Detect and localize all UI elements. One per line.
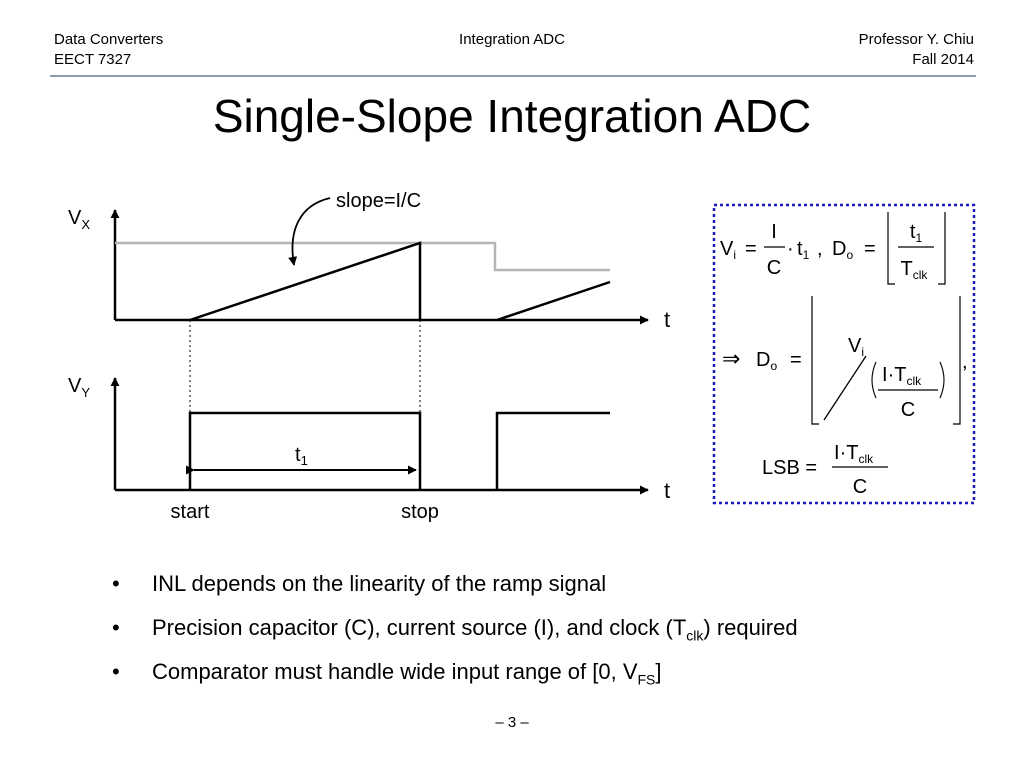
- svg-text:t1: t1: [910, 221, 923, 245]
- header-right: Professor Y. Chiu Fall 2014: [859, 30, 974, 70]
- svg-text:C: C: [853, 476, 867, 498]
- stop-label: stop: [401, 501, 439, 523]
- slope-label: slope=I/C: [336, 190, 421, 212]
- svg-text:C: C: [901, 399, 915, 421]
- bullet-item: • INL depends on the linearity of the ra…: [112, 568, 798, 612]
- t-axis-label-bottom: t: [664, 478, 670, 503]
- equation-box: [712, 203, 976, 505]
- instructor-name: Professor Y. Chiu: [858, 31, 974, 48]
- svg-text:·: ·: [787, 238, 794, 260]
- equation-lsb: LSB = I·Tclk C: [762, 442, 888, 498]
- t-axis-label-top: t: [664, 307, 670, 332]
- svg-text:=: =: [864, 238, 876, 260]
- svg-text:,: ,: [962, 351, 968, 373]
- ramp-signal: [189, 241, 422, 322]
- header-rule: [50, 75, 976, 77]
- bullet-marker: •: [112, 615, 120, 640]
- header-center: Integration ADC: [459, 31, 565, 48]
- header-left: Data Converters EECT 7327: [54, 30, 163, 70]
- bullet-list: • INL depends on the linearity of the ra…: [112, 568, 798, 700]
- svg-text:Do: Do: [832, 238, 853, 262]
- semester: Fall 2014: [912, 51, 974, 68]
- svg-text:I·Tclk: I·Tclk: [882, 364, 922, 388]
- svg-text:=: =: [790, 349, 802, 371]
- equation-do-expanded: ⇒ Do = Vi I·Tclk C ,: [722, 296, 968, 425]
- start-label: start: [171, 501, 210, 523]
- svg-text:,: ,: [817, 238, 823, 260]
- pulse-signal: [188, 411, 422, 490]
- vx-label: VX: [68, 207, 90, 232]
- vref-level-line: [115, 241, 610, 272]
- bullet-text: INL depends on the linearity of the ramp…: [152, 571, 607, 596]
- bullet-text: Comparator must handle wide input range …: [152, 659, 662, 688]
- svg-text:Tclk: Tclk: [901, 258, 929, 282]
- course-name: Data Converters: [54, 31, 164, 48]
- svg-text:Vi: Vi: [720, 238, 736, 262]
- bullet-item: • Comparator must handle wide input rang…: [112, 656, 798, 700]
- t1-label: t1: [295, 444, 308, 468]
- page-number: – 3 –: [495, 714, 529, 731]
- svg-text:I: I: [771, 221, 777, 243]
- second-ramp: [496, 280, 611, 322]
- svg-text:t1: t1: [797, 238, 810, 262]
- svg-text:LSB =: LSB =: [762, 457, 817, 479]
- svg-text:=: =: [745, 238, 757, 260]
- bullet-text: Precision capacitor (C), current source …: [152, 615, 798, 644]
- course-code: EECT 7327: [54, 51, 132, 68]
- slide-title: Single-Slope Integration ADC: [212, 90, 812, 142]
- svg-text:Vi: Vi: [848, 335, 864, 359]
- svg-text:⇒: ⇒: [722, 346, 740, 371]
- svg-text:C: C: [767, 257, 781, 279]
- second-pulse: [495, 411, 610, 490]
- bullet-marker: •: [112, 571, 120, 596]
- svg-text:I·Tclk: I·Tclk: [834, 442, 874, 466]
- svg-text:Do: Do: [756, 349, 777, 373]
- slope-pointer-arrow: [288, 197, 331, 266]
- bullet-item: • Precision capacitor (C), current sourc…: [112, 612, 798, 656]
- bullet-marker: •: [112, 659, 120, 684]
- vy-label: VY: [68, 375, 90, 400]
- equation-vi-and-do: Vi = I C · t1 , Do = t1 Tclk: [720, 212, 946, 285]
